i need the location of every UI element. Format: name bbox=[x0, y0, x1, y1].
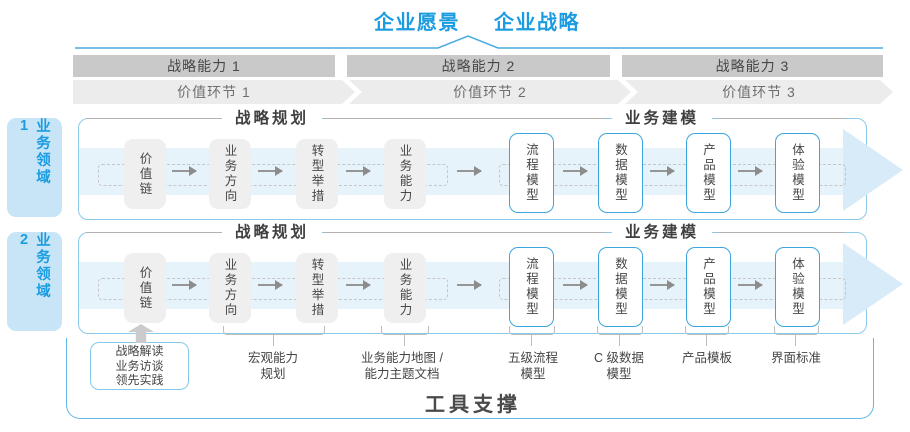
annotation-data-model: C 级数据 模型 bbox=[593, 351, 645, 382]
business-capability-box: 业务能力 bbox=[384, 139, 426, 209]
vision-title: 企业愿景 bbox=[374, 12, 460, 34]
annotation-ui-standard: 界面标准 bbox=[770, 351, 822, 365]
annotation-macro-capability: 宏观能力 规划 bbox=[247, 351, 299, 382]
arrow-icon bbox=[457, 280, 487, 290]
annotation-process-model: 五级流程 模型 bbox=[507, 351, 559, 382]
planning-header: 战略规划 bbox=[221, 222, 323, 243]
arrow-icon bbox=[650, 166, 680, 176]
flow-arrowhead-icon bbox=[843, 243, 903, 325]
bracket-icon bbox=[381, 326, 429, 335]
process-model-box: 流程模型 bbox=[509, 247, 554, 327]
arrow-icon bbox=[563, 280, 593, 290]
arrow-icon bbox=[738, 166, 768, 176]
bracket-icon bbox=[509, 326, 555, 335]
bracket-stem bbox=[531, 334, 532, 346]
process-model-box: 流程模型 bbox=[509, 133, 554, 213]
experience-model-box: 体验模型 bbox=[775, 247, 820, 327]
bracket-icon bbox=[774, 326, 819, 335]
business-domain-2-label: 业务领域 2 bbox=[16, 232, 50, 300]
arrow-icon bbox=[172, 166, 202, 176]
header-line bbox=[718, 232, 845, 233]
bracket-stem bbox=[706, 334, 707, 346]
strategy-title: 企业战略 bbox=[494, 12, 580, 34]
diagram-title: 企业愿景 企业战略 bbox=[374, 6, 580, 35]
value-chain-box: 价值链 bbox=[124, 139, 166, 209]
flow-arrowhead-icon bbox=[843, 129, 903, 211]
bracket-stem bbox=[404, 334, 405, 346]
domain-1-row: 战略规划 业务建模 价值链 业务方向 转型举措 业务能力 流程模型 数据模型 产… bbox=[78, 108, 903, 220]
product-model-box: 产品模型 bbox=[686, 247, 731, 327]
arrow-icon bbox=[738, 280, 768, 290]
planning-dashed-track bbox=[98, 278, 448, 300]
arrow-icon bbox=[258, 280, 288, 290]
product-model-box: 产品模型 bbox=[686, 133, 731, 213]
header-line bbox=[86, 232, 223, 233]
arrow-icon bbox=[172, 280, 202, 290]
bracket-stem bbox=[619, 334, 620, 346]
value-chain-box: 价值链 bbox=[124, 253, 166, 323]
modeling-header: 业务建模 bbox=[611, 108, 713, 129]
business-domain-2: 业务领域 2 bbox=[7, 232, 62, 331]
arrow-icon bbox=[457, 166, 487, 176]
capability-bar-1: 战略能力 1 bbox=[73, 55, 335, 77]
planning-dashed-track bbox=[98, 164, 448, 186]
arrow-icon bbox=[650, 280, 680, 290]
planning-header: 战略规划 bbox=[221, 108, 323, 129]
arrow-icon bbox=[346, 166, 376, 176]
arrow-icon bbox=[258, 166, 288, 176]
transformation-initiative-box: 转型举措 bbox=[296, 139, 338, 209]
capability-bar-2: 战略能力 2 bbox=[347, 55, 610, 77]
transformation-initiative-box: 转型举措 bbox=[296, 253, 338, 323]
capability-bar-3: 战略能力 3 bbox=[622, 55, 883, 77]
business-capability-box: 业务能力 bbox=[384, 253, 426, 323]
bracket-icon bbox=[223, 326, 325, 335]
header-line bbox=[323, 232, 606, 233]
value-link-chevron-3: 价值环节 3 bbox=[625, 80, 893, 104]
value-link-chevron-1: 价值环节 1 bbox=[73, 80, 355, 104]
data-model-box: 数据模型 bbox=[598, 133, 643, 213]
value-link-chevron-2: 价值环节 2 bbox=[349, 80, 631, 104]
experience-model-box: 体验模型 bbox=[775, 133, 820, 213]
business-domain-1: 业务领域 1 bbox=[7, 118, 62, 217]
data-model-box: 数据模型 bbox=[598, 247, 643, 327]
modeling-dashed-track bbox=[499, 164, 846, 186]
modeling-dashed-track bbox=[499, 278, 846, 300]
bracket-stem bbox=[795, 334, 796, 346]
strategy-input-box: 战略解读 业务访谈 领先实践 bbox=[90, 342, 189, 390]
tool-support-label: 工具支撑 bbox=[425, 394, 521, 416]
domain-2-row: 战略规划 业务建模 价值链 业务方向 转型举措 业务能力 流程模型 数据模型 产… bbox=[78, 222, 903, 334]
arrow-icon bbox=[346, 280, 376, 290]
arrow-icon bbox=[563, 166, 593, 176]
bracket-stem bbox=[273, 334, 274, 346]
modeling-header: 业务建模 bbox=[611, 222, 713, 243]
business-direction-box: 业务方向 bbox=[209, 139, 251, 209]
header-line bbox=[718, 118, 845, 119]
header-line bbox=[323, 118, 606, 119]
annotation-product-template: 产品模板 bbox=[681, 351, 733, 365]
bracket-icon bbox=[597, 326, 643, 335]
header-line bbox=[86, 118, 223, 119]
tool-support-container bbox=[66, 338, 874, 419]
bracket-icon bbox=[685, 326, 729, 335]
title-peak-line bbox=[75, 35, 883, 49]
business-domain-1-label: 业务领域 1 bbox=[16, 118, 50, 186]
annotation-capability-map: 业务能力地图 / 能力主题文档 bbox=[361, 351, 443, 382]
business-direction-box: 业务方向 bbox=[209, 253, 251, 323]
